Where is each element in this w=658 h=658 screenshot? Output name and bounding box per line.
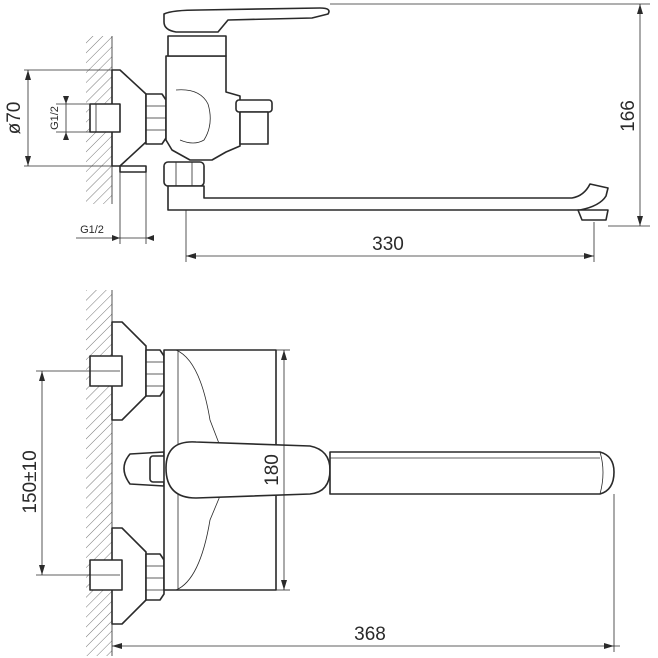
spout-side	[167, 183, 609, 211]
dim-thread-vertical: G1/2	[49, 96, 90, 140]
diverter-knob	[235, 99, 273, 113]
dim-body-height-label: 180	[262, 454, 283, 486]
dim-body-height: 180	[262, 349, 290, 591]
front-view: 150±10 180 368	[20, 290, 620, 656]
dim-thread-vertical-label: G1/2	[49, 106, 61, 130]
dim-spout-length-label: 330	[372, 234, 404, 255]
dim-center-distance-label: 150±10	[20, 450, 41, 513]
dim-spout-length: 330	[185, 210, 595, 262]
spout-swivel	[163, 161, 205, 187]
aerator	[577, 209, 609, 221]
inlet-pipe	[89, 103, 121, 133]
dim-diameter-label: ø70	[4, 102, 25, 135]
dim-diameter: ø70	[4, 69, 112, 167]
dim-thread-horizontal: G1/2	[76, 172, 154, 244]
side-view: ø70 G1/2 G1/2 166	[4, 3, 650, 262]
dim-center-distance: 150±10	[20, 370, 120, 576]
spout-front	[329, 451, 615, 495]
eccentric-nut	[145, 93, 167, 145]
dim-thread-horizontal-label: G1/2	[80, 224, 104, 236]
upper-nut	[145, 349, 165, 397]
lever-handle-side	[163, 7, 330, 33]
dim-height-label: 166	[618, 100, 639, 132]
lower-nut	[145, 553, 165, 601]
wall-hatch-bottom	[86, 290, 112, 656]
dim-total-length: 368	[112, 494, 620, 652]
lever-handle-front	[165, 441, 331, 499]
dim-total-length-label: 368	[354, 624, 386, 645]
faucet-body-side	[165, 55, 241, 161]
dim-height: 166	[330, 3, 650, 227]
